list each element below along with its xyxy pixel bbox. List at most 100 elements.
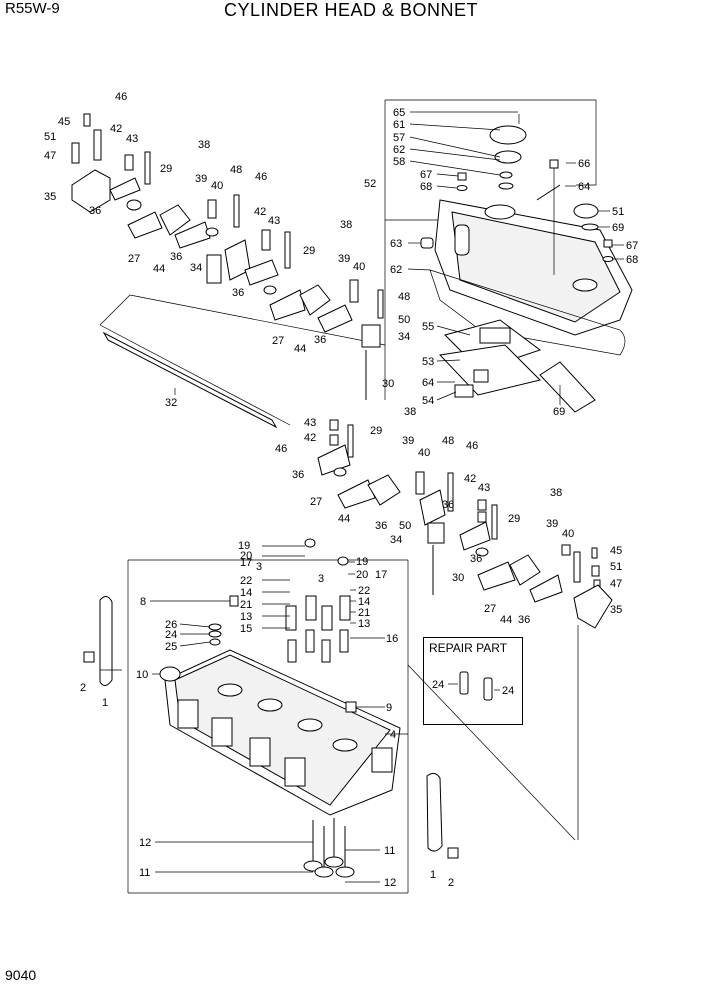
callout: 44 (153, 263, 165, 275)
callout: 15 (240, 623, 252, 635)
callout: 48 (230, 164, 242, 176)
rocker-arms-lower (317, 419, 613, 629)
callout: 48 (442, 435, 454, 447)
callout: 36 (232, 287, 244, 299)
callout: 27 (128, 253, 140, 265)
callout: 24 (432, 679, 444, 691)
callout: 13 (358, 618, 370, 630)
callout: 17 (375, 569, 387, 581)
callout: 10 (136, 669, 148, 681)
callout: 1 (430, 869, 436, 881)
callout: 63 (390, 238, 402, 250)
callout: 36 (314, 334, 326, 346)
callout: 57 (393, 132, 405, 144)
callout: 58 (393, 156, 405, 168)
callout: 19 (356, 556, 368, 568)
callout: 54 (422, 395, 434, 407)
callout: 26 (165, 619, 177, 631)
callout: 34 (390, 534, 402, 546)
callout: 42 (254, 206, 266, 218)
callout: 29 (508, 513, 520, 525)
callout: 51 (44, 131, 56, 143)
callout: 44 (500, 614, 512, 626)
callout: 38 (198, 139, 210, 151)
callout: 36 (89, 205, 101, 217)
callout: 38 (404, 406, 416, 418)
callout: 38 (550, 487, 562, 499)
callout: 35 (44, 191, 56, 203)
callout: 39 (402, 435, 414, 447)
callout: 61 (393, 119, 405, 131)
callout: 66 (578, 158, 590, 170)
callout: 69 (553, 406, 565, 418)
callout: 35 (610, 604, 622, 616)
callout: 22 (358, 585, 370, 597)
callout: 3 (318, 573, 324, 585)
callout: 47 (44, 150, 56, 162)
page-number: 9040 (5, 967, 37, 983)
callout: 2 (80, 682, 86, 694)
callout: 48 (398, 291, 410, 303)
callout: 29 (303, 245, 315, 257)
callout: 53 (422, 356, 434, 368)
callout: 65 (393, 107, 405, 119)
callout: 38 (340, 219, 352, 231)
callout: 50 (398, 314, 410, 326)
callout: 69 (612, 222, 624, 234)
callout: 62 (390, 264, 402, 276)
callout: 40 (211, 180, 223, 192)
callout: 17 (240, 557, 252, 569)
callout: 20 (356, 569, 368, 581)
callout: 19 (238, 540, 250, 552)
callout: 68 (420, 181, 432, 193)
rocker-shaft (99, 294, 386, 429)
callout: 27 (310, 496, 322, 508)
callout: 36 (518, 614, 530, 626)
cylinder-head (83, 538, 579, 894)
callout: 34 (190, 262, 202, 274)
callout: 39 (546, 518, 558, 530)
bonnet-group (384, 99, 633, 413)
callout: 36 (375, 520, 387, 532)
callout: 42 (464, 473, 476, 485)
callout: 11 (384, 845, 395, 857)
callout: 45 (610, 545, 622, 557)
callout: 14 (358, 596, 370, 608)
callout: 46 (466, 440, 478, 452)
callout: 34 (398, 331, 410, 343)
callout: 29 (370, 425, 382, 437)
callout: 36 (292, 469, 304, 481)
callout: 47 (610, 578, 622, 590)
callout: 43 (304, 417, 316, 429)
callout: 2 (448, 877, 454, 889)
callout: 42 (304, 432, 316, 444)
callout: 20 (240, 550, 252, 562)
callout: 64 (422, 377, 434, 389)
callout: 27 (484, 603, 496, 615)
callout: 21 (358, 607, 370, 619)
callout: 52 (364, 178, 376, 190)
callout: 64 (578, 181, 590, 193)
callout: 51 (612, 206, 624, 218)
callout: 14 (240, 587, 252, 599)
callout: 9 (386, 702, 392, 714)
callout: 55 (422, 321, 434, 333)
callout: 22 (240, 575, 252, 587)
callout: 42 (110, 123, 122, 135)
repair-part-pins (448, 671, 500, 701)
callout: 68 (626, 254, 638, 266)
callout: 4 (390, 729, 396, 741)
callout-labels: 46 45 42 51 43 47 29 35 36 38 39 40 48 4… (44, 91, 638, 889)
callout: 30 (452, 572, 464, 584)
callout: 29 (160, 163, 172, 175)
callout: 36 (470, 553, 482, 565)
callout: 24 (165, 629, 177, 641)
callout: 43 (478, 482, 490, 494)
callout: 36 (170, 251, 182, 263)
callout: 16 (386, 633, 398, 645)
callout: 67 (420, 169, 432, 181)
callout: 1 (102, 697, 108, 709)
repair-part-label: REPAIR PART (429, 641, 508, 655)
callout: 12 (384, 877, 396, 889)
